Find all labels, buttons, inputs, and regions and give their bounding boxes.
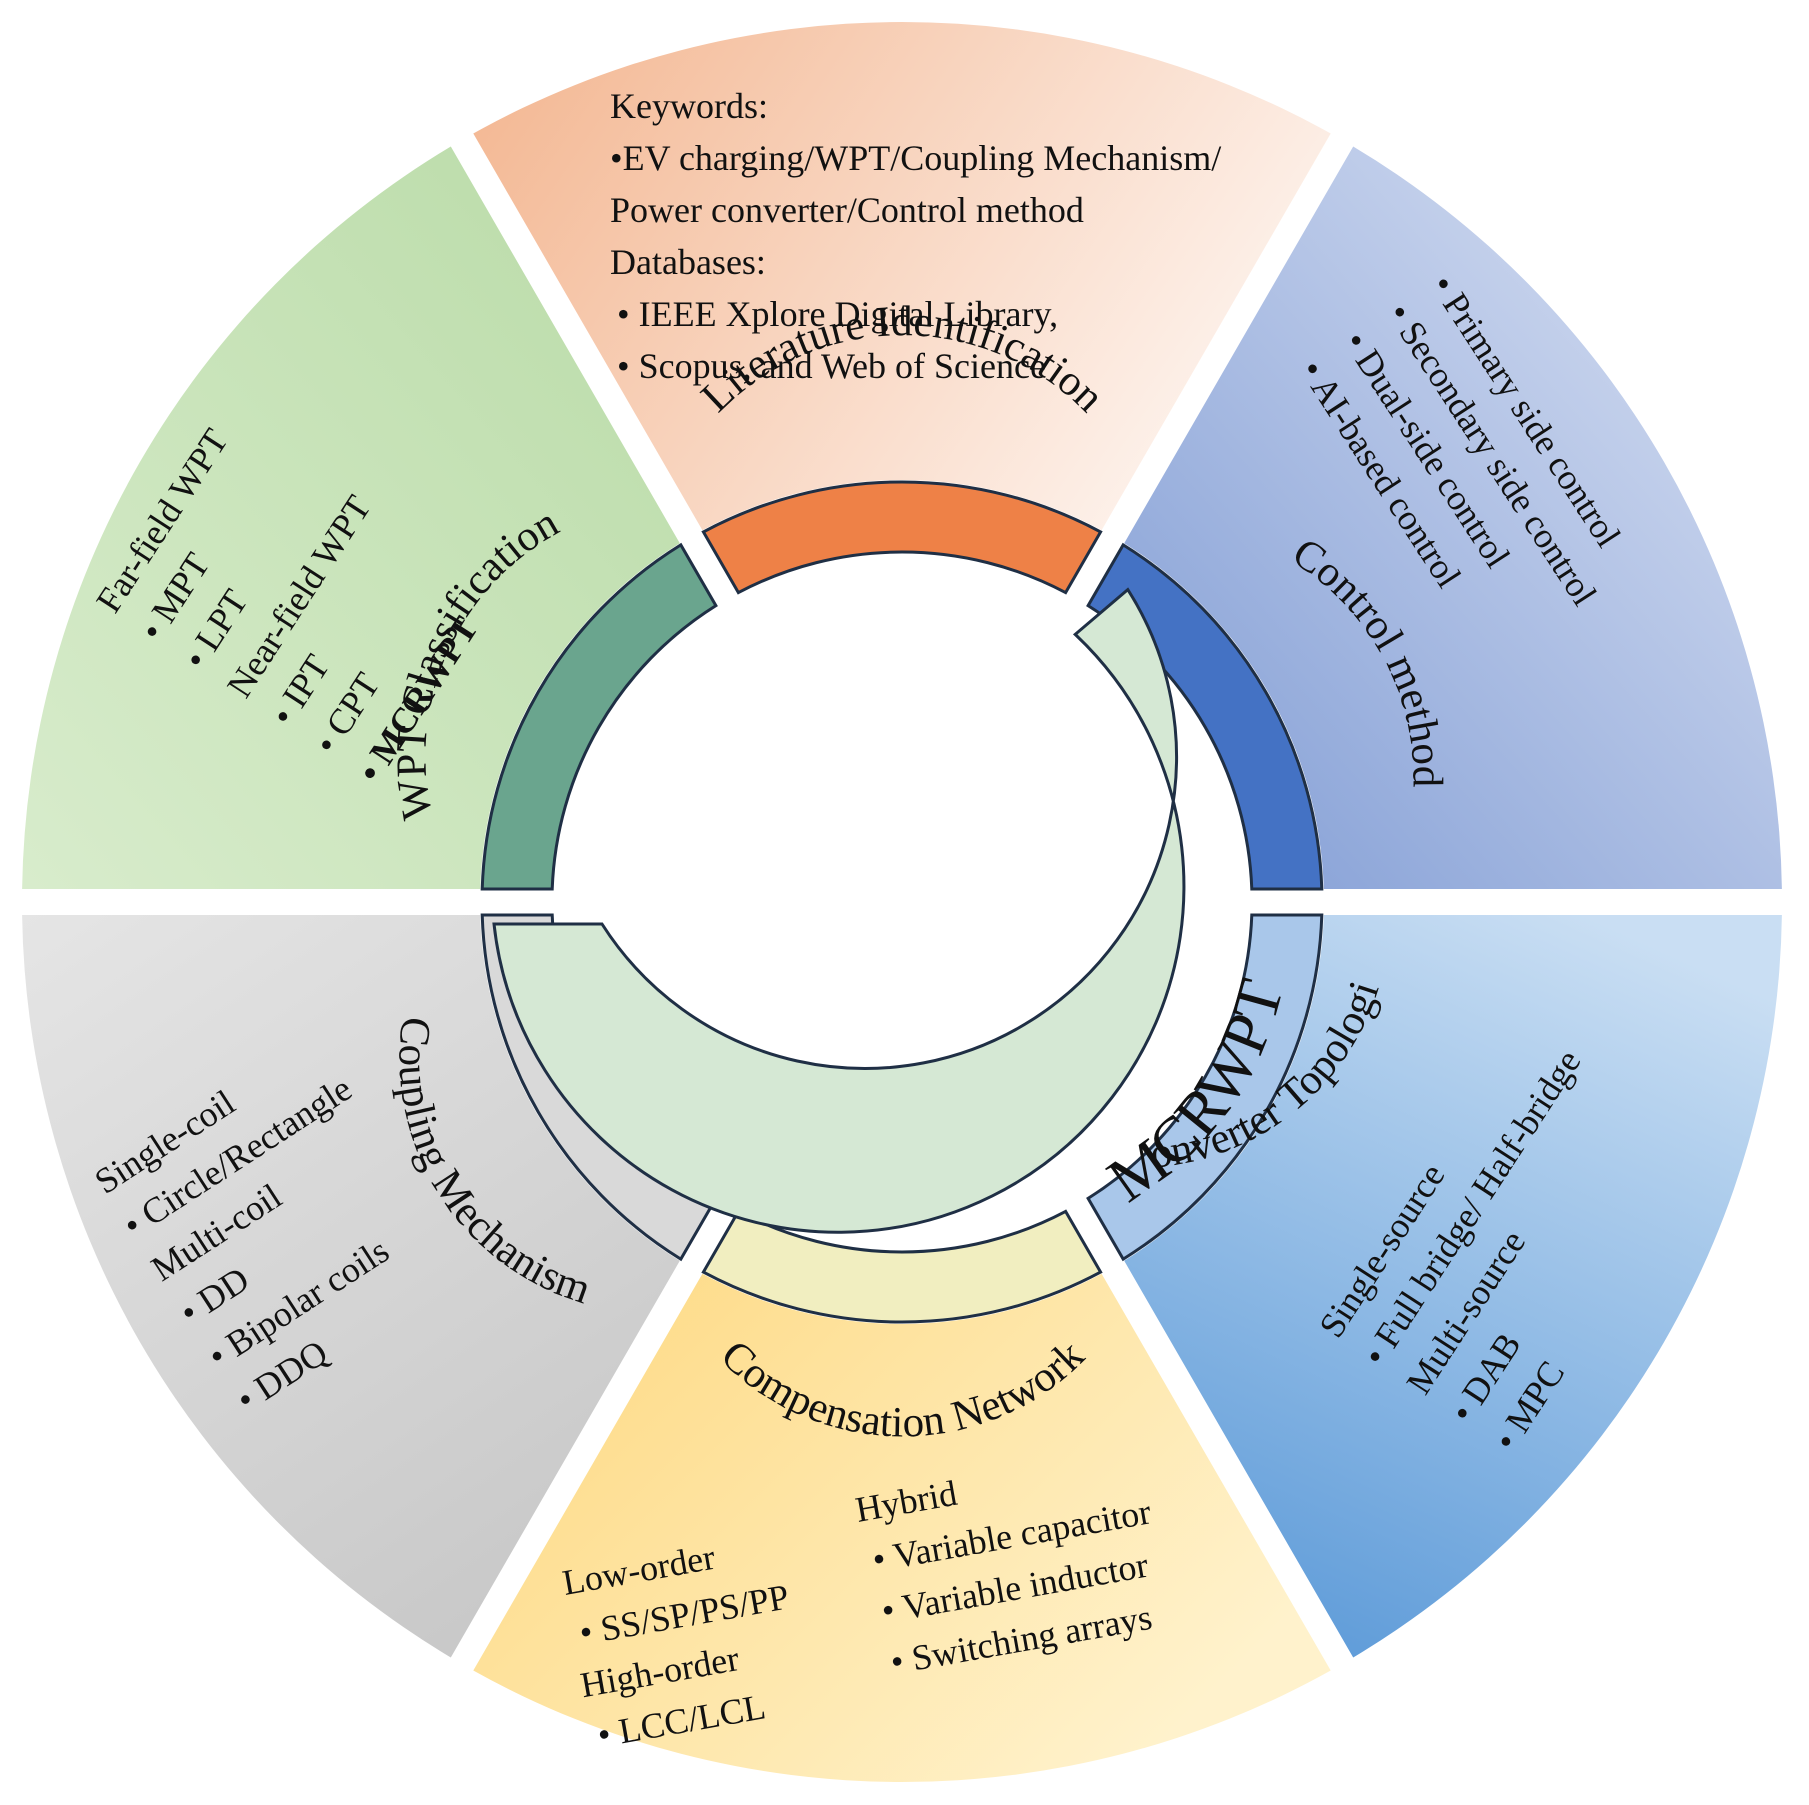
literature-line: • IEEE Xplore Digital Library, xyxy=(617,294,1058,334)
literature-line: Power converter/Control method xyxy=(610,190,1084,230)
outer-sector-converter xyxy=(1124,915,1782,1658)
literature-line: Databases: xyxy=(610,242,766,282)
outer-sector-coupling xyxy=(22,915,680,1658)
outer-sector-wpt xyxy=(22,146,680,889)
literature-line: • Scopus, and Web of Science xyxy=(617,346,1046,386)
literature-line: Keywords: xyxy=(610,86,768,126)
outer-sector-compensation xyxy=(473,1273,1331,1782)
literature-content: Keywords: •EV charging/WPT/Coupling Mech… xyxy=(610,86,1230,386)
band-sector-converter xyxy=(1086,913,1324,1262)
mcrwpt-ring xyxy=(492,587,1186,1234)
literature-line: •EV charging/WPT/Coupling Mechanism/ xyxy=(610,138,1221,178)
band-sector-compensation xyxy=(701,1209,1103,1324)
outer-sector-literature xyxy=(473,22,1331,531)
outer-sector-control xyxy=(1124,146,1782,889)
outer-layer xyxy=(22,22,1782,1782)
band-sector-literature xyxy=(701,480,1103,595)
band-sector-wpt xyxy=(480,542,718,891)
